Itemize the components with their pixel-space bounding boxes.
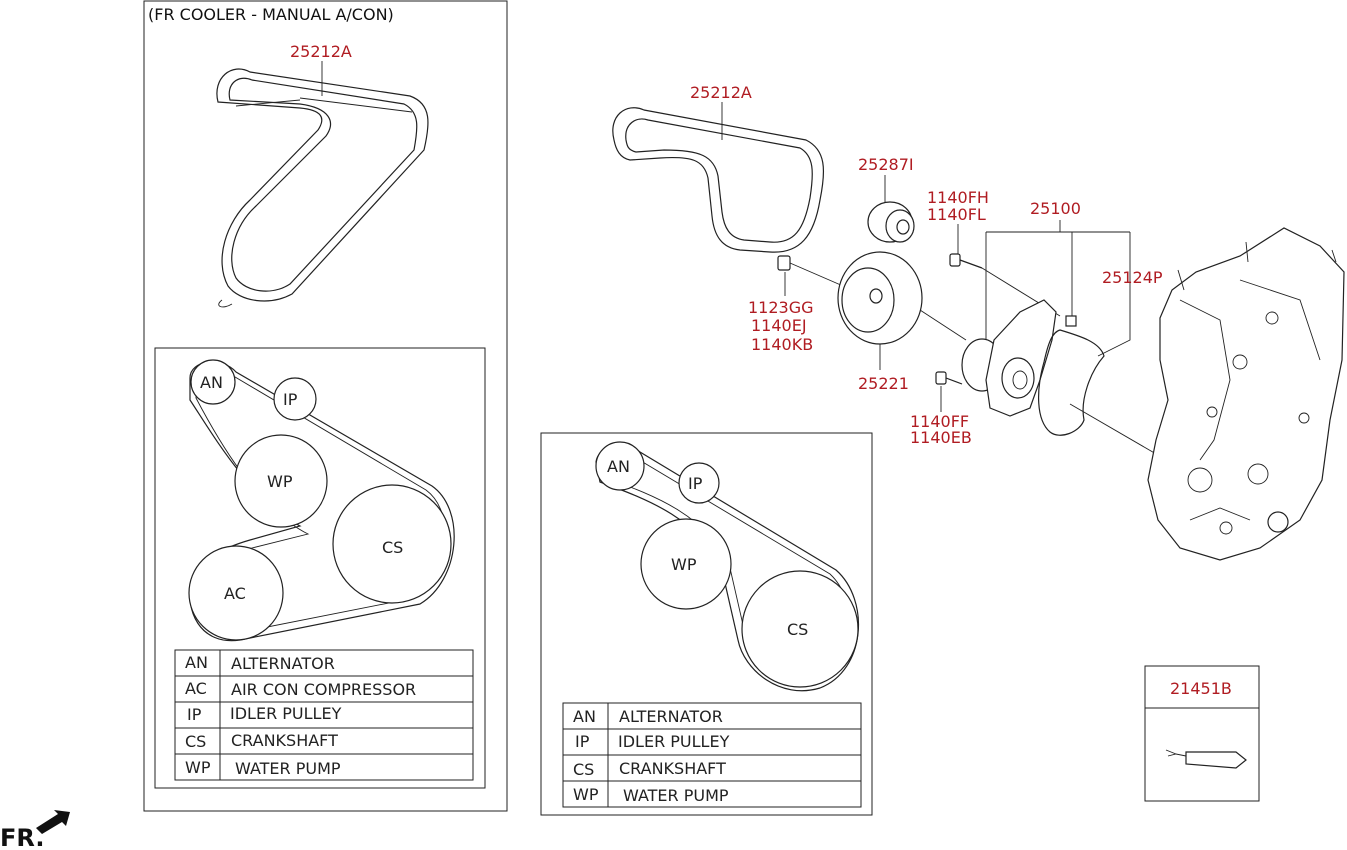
- left-legend-name-1: AIR CON COMPRESSOR: [231, 680, 416, 699]
- left-routing-box: [154, 347, 486, 789]
- idler-part-number[interactable]: 25287I: [858, 155, 914, 174]
- middle-legend-code-2: CS: [573, 760, 594, 779]
- left-legend-code-2: IP: [187, 705, 202, 724]
- stud-part-number-1[interactable]: 1123GG: [748, 298, 814, 317]
- middle-pulley-ip-label: IP: [688, 474, 703, 493]
- left-legend-code-0: AN: [185, 653, 208, 672]
- middle-legend-name-1: IDLER PULLEY: [618, 732, 730, 751]
- left-panel-title: (FR COOLER - MANUAL A/CON): [148, 5, 394, 24]
- stud-part-number-3[interactable]: 1140KB: [751, 335, 813, 354]
- sealant-box: [1144, 665, 1260, 802]
- sealant-tube-illustration[interactable]: [1165, 749, 1247, 769]
- water-pump-pulley-illustration[interactable]: [837, 251, 967, 345]
- left-belt-part-number[interactable]: 25212A: [290, 42, 352, 61]
- left-legend-table: [174, 649, 474, 781]
- bolt-upper-part-number-2[interactable]: 1140FL: [927, 205, 986, 224]
- bolt-upper-part-number-1[interactable]: 1140FH: [927, 188, 989, 207]
- middle-water-pump-pulley: [640, 518, 732, 610]
- stud-part-number-2[interactable]: 1140EJ: [751, 316, 807, 335]
- middle-legend-code-1: IP: [575, 732, 590, 751]
- front-direction-arrow-icon: [36, 810, 70, 834]
- bolt-lower-part-number-1[interactable]: 1140FF: [910, 412, 969, 431]
- gasket-part-number[interactable]: 25124P: [1102, 268, 1163, 287]
- sealant-part-number[interactable]: 21451B: [1170, 679, 1232, 698]
- left-water-pump-pulley: [234, 434, 328, 528]
- idler-pulley-illustration[interactable]: [867, 201, 915, 243]
- middle-crankshaft-pulley: [741, 570, 859, 688]
- middle-legend-table: [562, 702, 862, 808]
- left-alternator-pulley: [190, 359, 236, 405]
- gasket-illustration[interactable]: [1038, 329, 1171, 463]
- middle-pulley-an-label: AN: [607, 457, 630, 476]
- middle-alternator-pulley: [595, 441, 645, 491]
- middle-legend-code-3: WP: [573, 785, 599, 804]
- left-idler-pulley: [273, 377, 317, 421]
- left-panel-frame: [143, 0, 508, 812]
- left-legend-name-2: IDLER PULLEY: [230, 704, 342, 723]
- pump-part-number[interactable]: 25100: [1030, 199, 1081, 218]
- left-pulley-ac-label: AC: [224, 584, 246, 603]
- left-legend-name-0: ALTERNATOR: [231, 654, 335, 673]
- bolt-lower-part-number-2[interactable]: 1140EB: [910, 428, 972, 447]
- middle-panel-frame: [540, 432, 873, 816]
- left-legend-code-1: AC: [185, 679, 207, 698]
- middle-idler-pulley: [678, 462, 720, 504]
- middle-legend-name-2: CRANKSHAFT: [619, 759, 726, 778]
- lower-bolt-illustration[interactable]: [935, 371, 963, 385]
- middle-pulley-cs-label: CS: [787, 620, 808, 639]
- left-pulley-an-label: AN: [200, 373, 223, 392]
- left-pulley-ip-label: IP: [283, 390, 298, 409]
- middle-pulley-wp-label: WP: [671, 555, 697, 574]
- drive-belt-illustration[interactable]: [612, 107, 825, 253]
- middle-legend-name-3: WATER PUMP: [623, 786, 729, 805]
- left-pulley-cs-label: CS: [382, 538, 403, 557]
- engine-cover-illustration[interactable]: [1147, 227, 1345, 561]
- left-legend-name-4: WATER PUMP: [235, 759, 341, 778]
- left-legend-code-4: WP: [185, 758, 211, 777]
- belt-part-number[interactable]: 25212A: [690, 83, 752, 102]
- left-legend-name-3: CRANKSHAFT: [231, 731, 338, 750]
- middle-legend-name-0: ALTERNATOR: [619, 707, 723, 726]
- left-pulley-wp-label: WP: [267, 472, 293, 491]
- left-legend-code-3: CS: [185, 732, 206, 751]
- left-ac-compressor-pulley: [188, 545, 284, 641]
- pump-bracket-leader: [985, 220, 1131, 357]
- pulley-part-number[interactable]: 25221: [858, 374, 909, 393]
- left-crankshaft-pulley: [332, 484, 452, 604]
- water-pump-illustration[interactable]: [961, 299, 1077, 417]
- middle-legend-code-0: AN: [573, 707, 596, 726]
- left-belt-illustration[interactable]: [216, 68, 429, 308]
